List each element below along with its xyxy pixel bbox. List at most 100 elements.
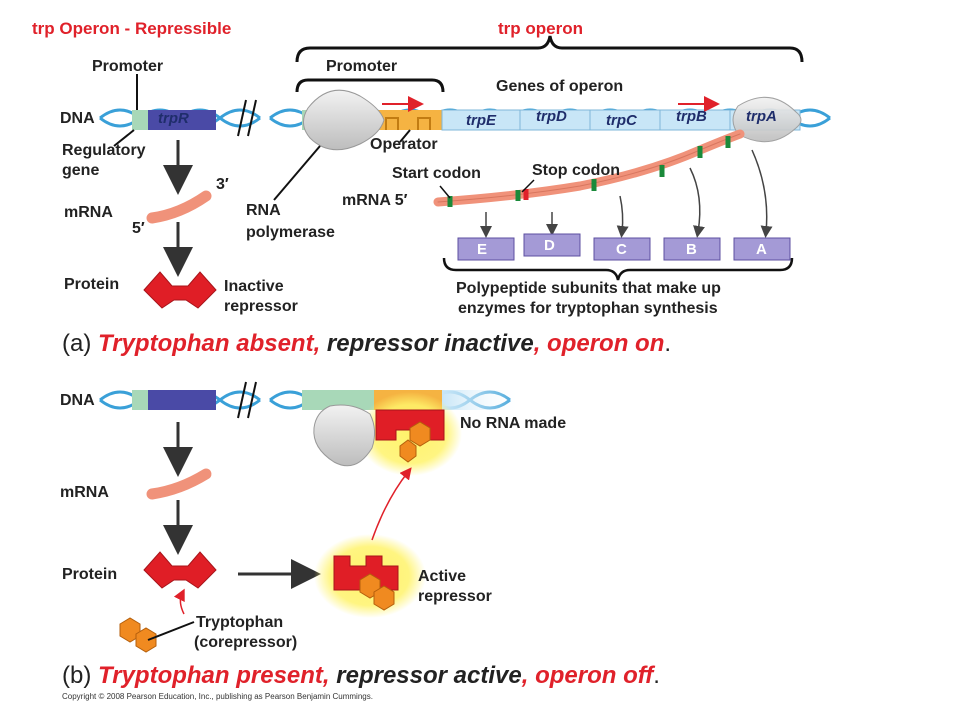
start-codon-leader	[439, 185, 451, 199]
active-tryptophan-2	[373, 585, 395, 611]
trpR-gene-segment-b	[148, 390, 216, 410]
operon-title: trp operon	[498, 19, 583, 38]
caption-b-part3: ,	[521, 662, 536, 689]
operon-mrna-outline	[437, 133, 741, 203]
binding-arrow	[173, 588, 185, 615]
tryptophan-label-line2: (corepressor)	[194, 634, 298, 651]
operator-leader	[399, 129, 411, 143]
caption-b-part6: off	[623, 662, 654, 689]
caption-a-part3: ,	[533, 330, 548, 357]
stop-codon-label: Stop codon	[532, 162, 620, 179]
subunit-a-label: A	[756, 241, 767, 258]
operator-label: Operator	[370, 136, 438, 153]
subunit-c-label: C	[616, 241, 627, 258]
operator-bar	[374, 110, 442, 130]
left-title: trp Operon - Repressible	[32, 19, 232, 38]
translation-arrows	[480, 149, 773, 238]
subunit-b-label: B	[686, 241, 697, 258]
rna-polymerase-label-line2: polymerase	[246, 224, 335, 241]
subunit-a-box	[733, 237, 791, 261]
promoter-segment-regulatory	[132, 110, 148, 130]
protein-label-a: Protein	[64, 276, 120, 293]
dna-break-b	[237, 381, 257, 419]
free-tryptophan-2	[135, 627, 157, 653]
gene-trpA: trpA	[746, 108, 777, 125]
dna-label-b: DNA	[60, 392, 95, 409]
rna-polymerase-label-line1: RNA	[246, 202, 281, 219]
tryptophan-leader	[147, 621, 195, 641]
stop-codon-leader	[521, 179, 535, 193]
dna-break-a	[237, 99, 257, 137]
gene-trpR: trpR	[158, 110, 189, 127]
trpR-gene-segment	[148, 110, 216, 130]
regulatory-leader	[113, 129, 135, 147]
rna-polymerase-shape-b	[313, 404, 376, 467]
inactive-repressor-label-line1: Inactive	[224, 278, 284, 295]
operon-genes-bar-b	[442, 390, 522, 410]
trp-operon-bracket	[295, 35, 804, 63]
active-repressor-label-line1: Active	[418, 568, 467, 585]
tryptophan-label-line1: Tryptophan	[196, 614, 284, 631]
regulatory-label-line2: gene	[62, 162, 100, 179]
subunit-e-label: E	[477, 241, 488, 258]
rna-pol-leader	[273, 145, 321, 201]
operon-mrna-label: mRNA 5′	[342, 192, 408, 209]
regulatory-mrna-a	[146, 190, 212, 224]
inactive-repressor-label-line2: repressor	[224, 298, 298, 315]
caption-a-part6: on	[635, 330, 665, 357]
five-prime-label: 5′	[132, 220, 145, 237]
caption-a-part1: Tryptophan absent,	[98, 330, 321, 357]
polypeptide-caption-line1: Polypeptide subunits that make up	[456, 280, 721, 297]
subunit-d-label: D	[544, 237, 555, 254]
bound-tryptophan-2	[399, 439, 417, 463]
operator-notch	[385, 117, 431, 130]
promoter-label-left: Promoter	[92, 58, 164, 75]
dna-label-a: DNA	[60, 110, 95, 127]
rna-polymerase-shape	[303, 89, 385, 151]
three-prime-label: 3′	[216, 176, 229, 193]
caption-b-part1: Tryptophan present,	[98, 662, 330, 689]
caption-b-letter: (b)	[62, 662, 98, 689]
active-repressor-label-line2: repressor	[418, 588, 492, 605]
no-rna-made-label: No RNA made	[460, 415, 567, 432]
subunit-e-box	[457, 237, 515, 261]
genes-of-operon-label: Genes of operon	[496, 78, 624, 95]
polypeptide-caption-line2: enzymes for tryptophan synthesis	[458, 300, 718, 317]
subunit-d-box	[523, 233, 581, 257]
copyright-footer: Copyright © 2008 Pearson Education, Inc.…	[62, 692, 373, 701]
operon-gene-dividers	[519, 110, 731, 130]
caption-b-part4: operon	[535, 662, 617, 689]
protein-label-b: Protein	[62, 566, 118, 583]
repressor-binding-arrow	[371, 467, 412, 541]
inactive-repressor-shape-b	[143, 551, 217, 589]
inactive-repressor-shape	[143, 271, 217, 309]
bound-tryptophan-1	[409, 421, 431, 447]
codon-marks	[447, 136, 731, 207]
promoter-bracket	[295, 78, 445, 93]
caption-a-part4: operon	[547, 330, 629, 357]
regulatory-mrna-b	[146, 468, 212, 500]
caption-a: (a) Tryptophan absent, repressor inactiv…	[62, 330, 671, 358]
subunit-c-box	[593, 237, 651, 261]
regulatory-label-line1: Regulatory	[62, 142, 146, 159]
caption-a-letter: (a)	[62, 330, 98, 357]
caption-a-part2: repressor inactive	[320, 330, 534, 357]
mrna-label-b: mRNA	[60, 484, 109, 501]
mrna-label-a: mRNA	[64, 204, 113, 221]
trp-promoter-segment-b	[302, 390, 374, 410]
promoter-label-right: Promoter	[326, 58, 398, 75]
promoter-segment-regulatory-b	[132, 390, 148, 410]
caption-b: (b) Tryptophan present, repressor active…	[62, 662, 660, 690]
rna-polymerase-end-shape	[732, 96, 802, 143]
caption-b-part7: .	[653, 662, 660, 689]
start-codon-label: Start codon	[392, 165, 481, 182]
gene-trpB: trpB	[676, 108, 707, 125]
gene-trpD: trpD	[536, 108, 567, 125]
caption-a-part7: .	[664, 330, 672, 357]
gene-trpC: trpC	[606, 112, 637, 129]
subunit-b-box	[663, 237, 721, 261]
caption-b-part2: repressor active	[329, 662, 522, 689]
gene-trpE: trpE	[466, 112, 496, 129]
